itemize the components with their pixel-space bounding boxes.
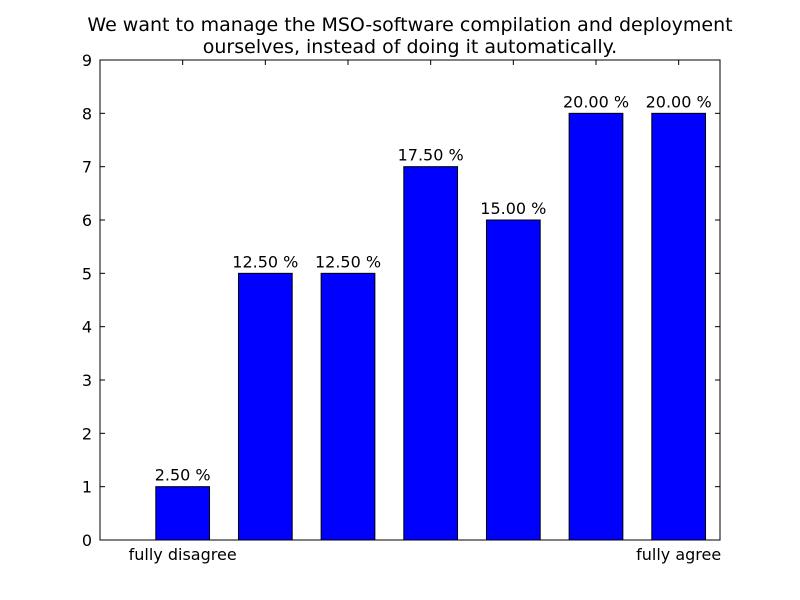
bar <box>403 166 459 541</box>
y-tick-label: 0 <box>82 531 92 550</box>
bar <box>651 112 707 541</box>
bar-value-label: 17.50 % <box>398 146 464 165</box>
bars-layer <box>155 112 707 541</box>
bar <box>320 272 376 541</box>
bar-value-label: 20.00 % <box>646 92 712 111</box>
bar <box>485 219 541 541</box>
bar-value-label: 20.00 % <box>563 92 629 111</box>
y-tick-label: 5 <box>82 264 92 283</box>
y-tick-label: 4 <box>82 318 92 337</box>
y-tick-label: 1 <box>82 478 92 497</box>
bar-value-label: 15.00 % <box>480 199 546 218</box>
bar <box>568 112 624 541</box>
x-tick-label: fully disagree <box>129 545 237 564</box>
bar <box>237 272 293 541</box>
y-tick-label: 3 <box>82 371 92 390</box>
x-tick-labels-layer: fully disagree fully agree <box>129 545 722 564</box>
y-tick-label: 9 <box>82 51 92 70</box>
bar-labels-layer: 2.50 % 12.50 % 12.50 % 17.50 % 15.00 % 20.00 … <box>155 92 712 484</box>
bar <box>155 486 211 541</box>
y-tick-label: 8 <box>82 104 92 123</box>
y-tick-label: 2 <box>82 424 92 443</box>
y-tick-label: 7 <box>82 158 92 177</box>
chart-title-line-1: We want to manage the MSO-software compi… <box>87 14 732 36</box>
bar-value-label: 2.50 % <box>155 466 211 485</box>
chart-title-line-2: ourselves, instead of doing it automatic… <box>203 36 617 58</box>
plot-frame <box>99 59 721 541</box>
y-tick-label: 6 <box>82 211 92 230</box>
x-tick-label: fully agree <box>636 545 721 564</box>
bar-value-label: 12.50 % <box>315 252 381 271</box>
bar-value-label: 12.50 % <box>232 252 298 271</box>
